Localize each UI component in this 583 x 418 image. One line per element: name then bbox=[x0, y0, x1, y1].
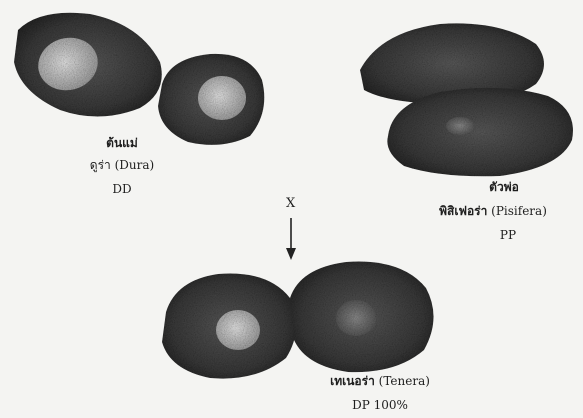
father-title: ตัวพ่อ bbox=[474, 180, 534, 195]
offspring-genotype: DP 100% bbox=[330, 398, 430, 413]
father-seeds bbox=[360, 23, 573, 176]
offspring-type-thai: เทเนอร่า bbox=[330, 374, 375, 388]
offspring-seeds bbox=[162, 262, 434, 379]
father-genotype: PP bbox=[488, 228, 528, 243]
mother-type: ดูร่า (Dura) bbox=[62, 158, 182, 173]
mother-seeds bbox=[14, 13, 264, 145]
mother-type-thai: ดูร่า bbox=[90, 158, 111, 172]
mother-type-latin: (Dura) bbox=[115, 158, 155, 172]
cross-symbol: X bbox=[286, 196, 295, 211]
tenera-seed-right bbox=[290, 262, 434, 373]
offspring-type-latin: (Tenera) bbox=[379, 374, 430, 388]
father-type: พิสิเฟอร่า (Pisifera) bbox=[404, 204, 582, 219]
offspring-type: เทเนอร่า (Tenera) bbox=[300, 374, 460, 389]
tenera-seed-left bbox=[162, 274, 296, 379]
pisifera-seed-bottom bbox=[387, 88, 573, 176]
mother-genotype: DD bbox=[100, 182, 144, 197]
cross-arrow bbox=[286, 218, 296, 260]
father-type-latin: (Pisifera) bbox=[491, 204, 547, 218]
mother-title: ต้นแม่ bbox=[92, 136, 152, 151]
dura-seed-left bbox=[14, 13, 162, 117]
dura-seed-right bbox=[158, 54, 264, 145]
father-type-thai: พิสิเฟอร่า bbox=[439, 204, 487, 218]
